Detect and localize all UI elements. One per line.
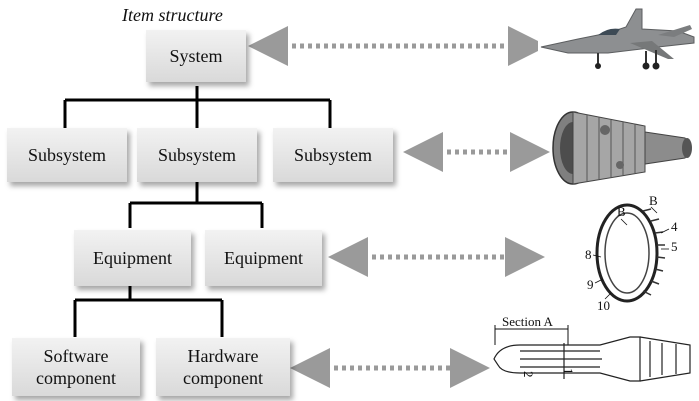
ring-label-b-outer: B: [649, 195, 658, 208]
ring-label-b-inner: B: [617, 204, 626, 219]
software-component-line1: Software: [43, 346, 109, 366]
engine-ring-equipment-illustration: B B 4 5 8 9 10: [585, 195, 678, 313]
ring-label-5: 5: [671, 239, 678, 254]
connector-subsystem-equipment: [128, 182, 264, 228]
diagram-title: Item structure: [122, 5, 223, 25]
hardware-component-line1: Hardware: [187, 346, 259, 366]
fighter-jet-illustration: [538, 3, 696, 73]
part-label-1: 1: [561, 368, 576, 375]
subsystem-label-2: Subsystem: [157, 145, 236, 165]
ring-label-4: 4: [671, 219, 678, 234]
equipment-box-1: Equipment: [74, 230, 191, 286]
system-label: System: [169, 46, 223, 66]
software-component-box: Software component: [12, 338, 140, 396]
tree-connectors: [63, 86, 332, 337]
equipment-label-2: Equipment: [224, 248, 303, 268]
ring-label-8: 8: [585, 247, 592, 262]
ring-label-9: 9: [587, 277, 594, 292]
system-box: System: [146, 30, 246, 82]
connector-system-subsystems: [63, 86, 332, 128]
jet-engine-illustration: [552, 111, 692, 185]
component-drawing-illustration: Section A 2 1: [493, 315, 691, 382]
connector-equipment-components: [73, 282, 224, 337]
subsystem-label-3: Subsystem: [293, 145, 372, 165]
ring-label-10: 10: [597, 298, 610, 313]
part-label-2: 2: [521, 371, 536, 378]
subsystem-box-2: Subsystem: [137, 128, 257, 182]
subsystem-label-1: Subsystem: [27, 145, 106, 165]
hardware-component-box: Hardware component: [156, 338, 290, 396]
equipment-box-2: Equipment: [205, 230, 322, 286]
software-component-line2: component: [36, 368, 116, 388]
subsystem-box-3: Subsystem: [273, 128, 393, 182]
hardware-component-line2: component: [183, 368, 263, 388]
subsystem-box-1: Subsystem: [7, 128, 127, 182]
equipment-label-1: Equipment: [93, 248, 172, 268]
section-a-label: Section A: [502, 315, 554, 329]
